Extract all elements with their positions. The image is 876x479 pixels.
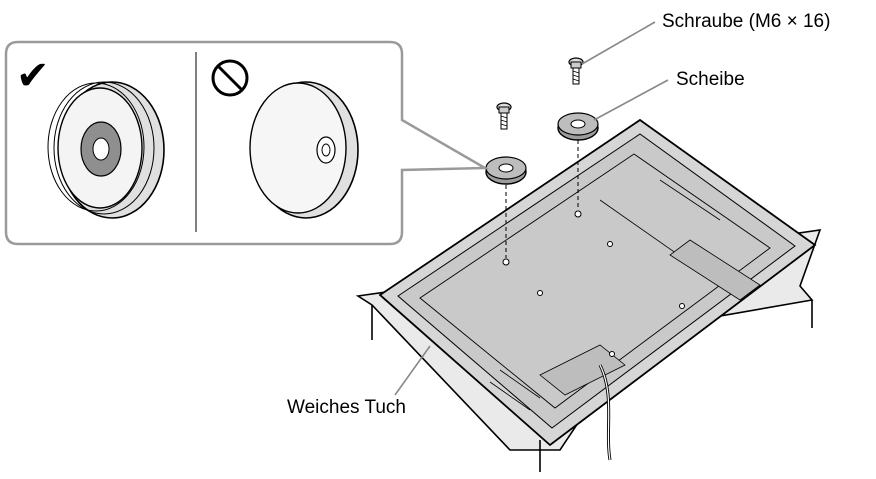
screw-left bbox=[496, 102, 512, 130]
washer-right bbox=[557, 112, 599, 141]
checkmark-icon: ✔ bbox=[16, 53, 50, 99]
screw-right bbox=[568, 57, 584, 85]
label-screw: Schraube (M6 × 16) bbox=[662, 11, 831, 32]
label-soft-cloth: Weiches Tuch bbox=[287, 397, 406, 418]
prohibited-icon bbox=[211, 59, 249, 97]
label-washer: Scheibe bbox=[676, 69, 745, 90]
guide-lines bbox=[505, 140, 579, 258]
leader-lines bbox=[394, 21, 669, 396]
tv-panel bbox=[378, 118, 817, 461]
washer-correct-illustration bbox=[47, 81, 165, 219]
washer-incorrect-illustration bbox=[249, 81, 359, 219]
washer-left bbox=[485, 156, 527, 185]
